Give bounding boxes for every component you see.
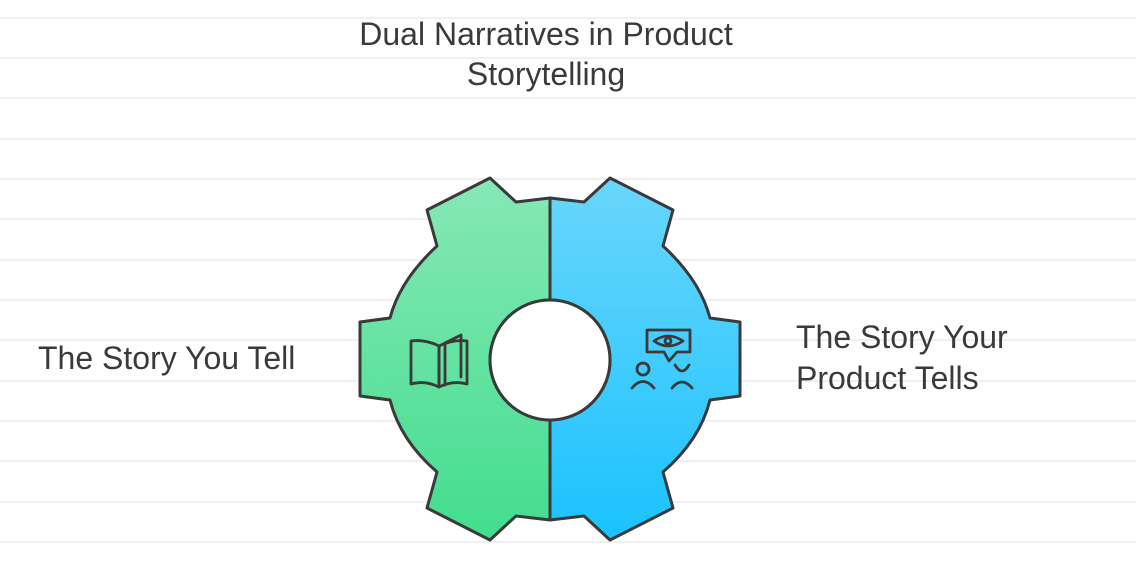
segment-label-left: The Story You Tell	[38, 340, 296, 376]
users-speech-eye-icon	[630, 328, 694, 390]
segment-label-right: The Story Your Product Tells	[796, 319, 1008, 396]
open-book-icon	[409, 333, 469, 389]
gear-center-hole	[488, 298, 612, 422]
diagram-title: Dual Narratives in Product Storytelling	[359, 16, 733, 92]
